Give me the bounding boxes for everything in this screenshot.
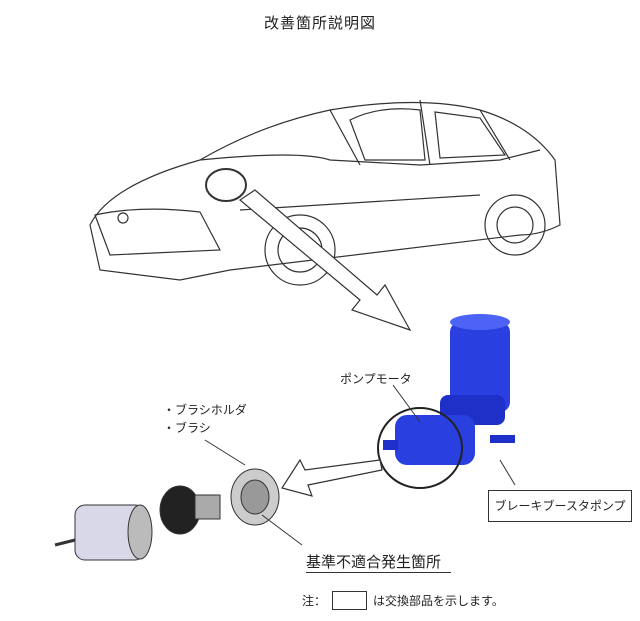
brush-holder-label: ・ブラシホルダ (163, 403, 247, 417)
brake-booster-pump-label: ブレーキブースタポンプ (488, 490, 632, 522)
arrow-icon (281, 458, 383, 497)
note-text: は交換部品を示します。 (373, 594, 504, 608)
legend-box (332, 591, 368, 610)
note-prefix: 注： (302, 594, 327, 608)
brush-label: ・ブラシ (163, 421, 211, 435)
note: 注： は交換部品を示します。 (302, 591, 504, 610)
pump-motor-label: ポンプモータ (340, 372, 412, 386)
arrow-icon (238, 189, 412, 332)
motor-parts-illustration (54, 439, 303, 561)
car-illustration (89, 99, 561, 286)
defect-location-label: 基準不適合発生箇所 (306, 551, 452, 573)
page-title: 改善箇所説明図 (263, 14, 376, 32)
brake-booster-pump-illustration (377, 314, 516, 489)
parts-label: ・ブラシホルダ ・ブラシ (163, 401, 247, 437)
